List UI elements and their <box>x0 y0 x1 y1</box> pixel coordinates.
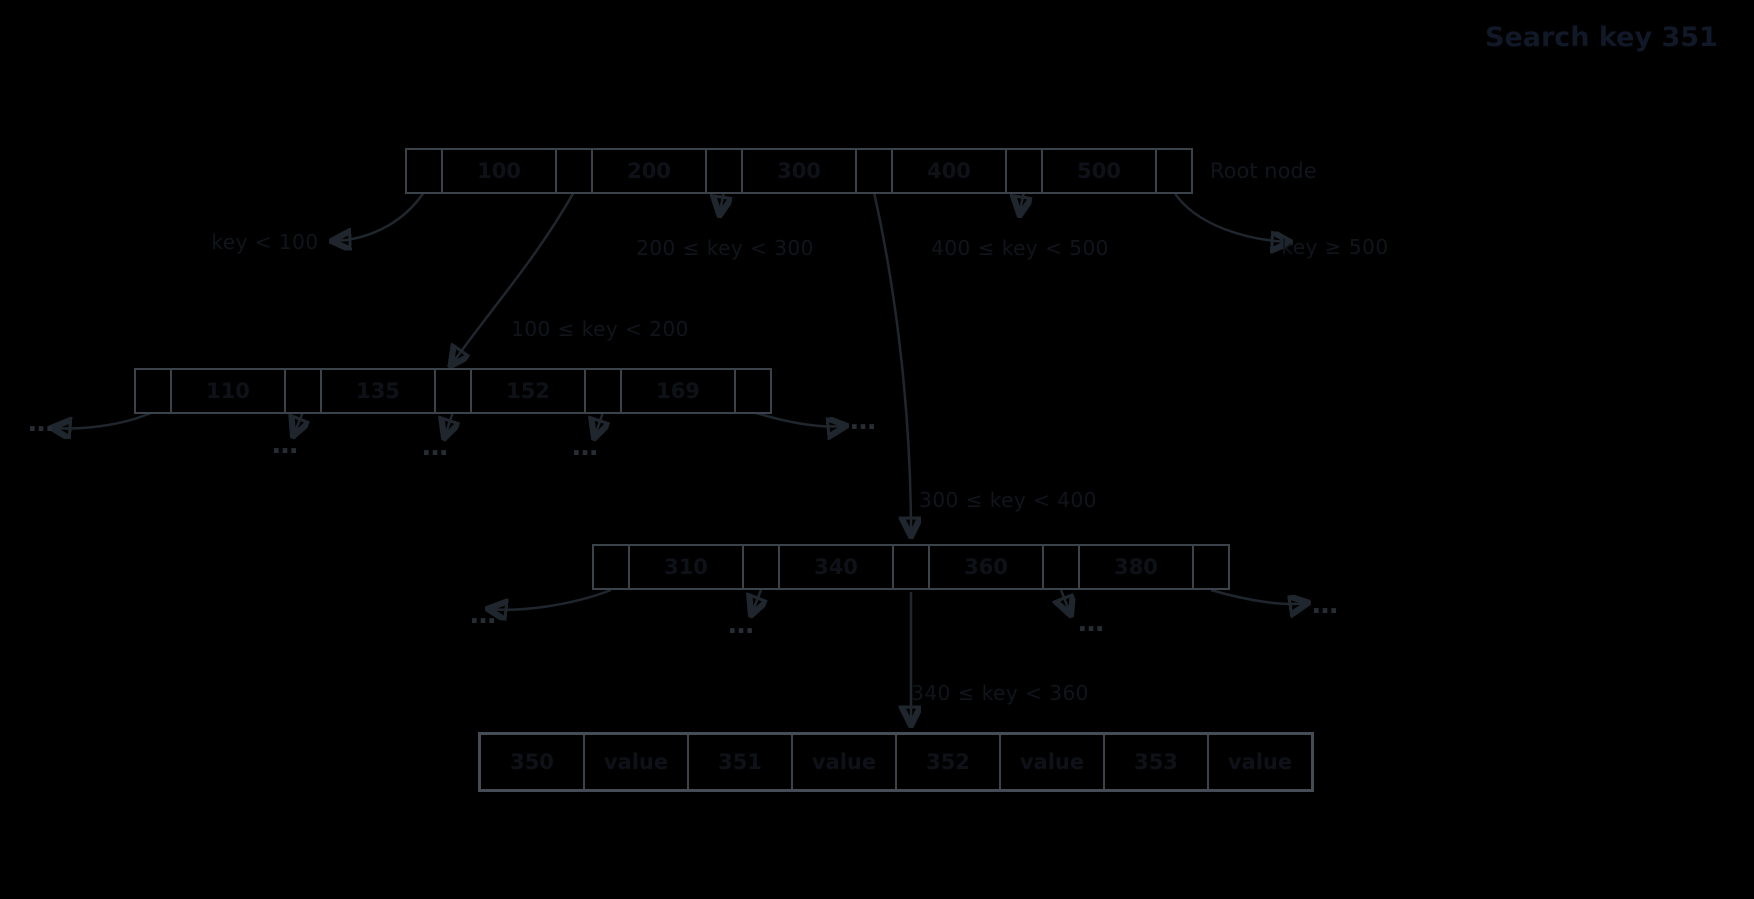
subtree-ellipsis: … <box>1078 608 1104 638</box>
range-label-ge-500: key ≥ 500 <box>1281 235 1389 259</box>
range-label-100-200: 100 ≤ key < 200 <box>511 317 689 341</box>
pointer-cell <box>1042 546 1078 588</box>
subtree-ellipsis: … <box>728 610 754 640</box>
pointer-cell <box>855 150 891 192</box>
pointer-cell <box>284 370 320 412</box>
pointer-cell <box>705 150 741 192</box>
key-cell: 400 <box>891 150 1005 192</box>
leaf-value-cell: value <box>791 735 895 789</box>
edge-root-p0-left-subtree <box>334 191 426 241</box>
leaf-key-cell: 352 <box>895 735 999 789</box>
leaf-key-cell: 353 <box>1103 735 1207 789</box>
edge-branch-left-p1-stub <box>294 411 303 434</box>
leaf-key-cell: 351 <box>687 735 791 789</box>
pointer-cell <box>1155 150 1191 192</box>
key-cell: 152 <box>470 370 584 412</box>
key-cell: 100 <box>441 150 555 192</box>
key-cell: 340 <box>778 546 892 588</box>
range-label-400-500: 400 ≤ key < 500 <box>931 236 1109 260</box>
leaf-value-cell: value <box>1207 735 1311 789</box>
root-node-tag: Root node <box>1210 159 1317 183</box>
subtree-ellipsis: … <box>470 600 496 630</box>
branch-node-middle: 310 340 360 380 <box>592 544 1230 590</box>
key-cell: 200 <box>591 150 705 192</box>
diagram-title: Search key 351 <box>1485 22 1718 53</box>
key-cell: 310 <box>628 546 742 588</box>
subtree-ellipsis: … <box>572 432 598 462</box>
subtree-ellipsis: … <box>850 406 876 436</box>
subtree-ellipsis: … <box>422 432 448 462</box>
edge-branch-mid-p3-stub <box>1061 589 1070 613</box>
edge-branch-mid-p1-stub <box>752 589 761 613</box>
pointer-cell <box>407 150 441 192</box>
pointer-cell <box>594 546 628 588</box>
range-label-340-360: 340 ≤ key < 360 <box>911 681 1089 705</box>
pointer-cell <box>136 370 170 412</box>
pointer-cell <box>1005 150 1041 192</box>
range-label-lt-100: key < 100 <box>211 230 319 254</box>
key-cell: 380 <box>1078 546 1192 588</box>
edge-branch-mid-p4 <box>1210 588 1306 604</box>
pointer-cell <box>555 150 591 192</box>
leaf-key-cell: 350 <box>510 750 554 774</box>
edge-root-p5-right-subtree <box>1172 191 1288 242</box>
subtree-ellipsis: … <box>1312 590 1338 620</box>
subtree-ellipsis: … <box>28 408 54 438</box>
edge-branch-left-p4 <box>752 410 844 426</box>
key-cell: 300 <box>741 150 855 192</box>
edge-branch-left-p3-stub <box>595 411 603 436</box>
key-cell: 169 <box>620 370 734 412</box>
pointer-cell <box>734 370 770 412</box>
edge-branch-left-p2-stub <box>445 411 453 436</box>
key-cell: 500 <box>1041 150 1155 192</box>
leaf-node: 350 value 351 value 352 value 353 value <box>478 732 1314 792</box>
pointer-cell <box>892 546 928 588</box>
subtree-ellipsis: … <box>272 430 298 460</box>
branch-node-left: 110 135 152 169 <box>134 368 772 414</box>
pointer-cell <box>742 546 778 588</box>
leaf-value-cell: value <box>999 735 1103 789</box>
root-node: 100 200 300 400 500 <box>405 148 1193 194</box>
key-cell: 360 <box>928 546 1042 588</box>
edge-root-p4-stub <box>1020 191 1024 213</box>
key-cell: 110 <box>170 370 284 412</box>
edge-branch-mid-p0 <box>490 588 612 610</box>
leaf-value-cell: value <box>583 735 687 789</box>
key-cell: 135 <box>320 370 434 412</box>
range-label-300-400: 300 ≤ key < 400 <box>919 488 1097 512</box>
pointer-cell <box>1192 546 1228 588</box>
edge-root-p2-stub <box>720 191 724 213</box>
edge-root-p1-to-branch-left <box>452 191 576 364</box>
range-label-200-300: 200 ≤ key < 300 <box>636 236 814 260</box>
pointer-cell <box>584 370 620 412</box>
edge-root-p3-to-branch-mid <box>872 191 911 534</box>
pointer-cell <box>434 370 470 412</box>
edge-branch-left-p0 <box>54 410 154 428</box>
